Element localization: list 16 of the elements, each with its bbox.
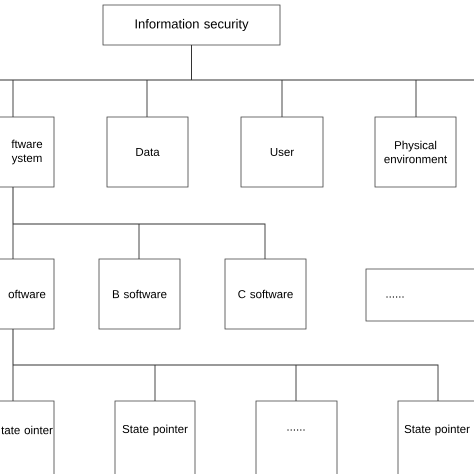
box: C software [224,258,306,330]
box: State pointer [114,400,196,474]
connector-line [12,328,438,402]
box: Physical environment [374,116,456,188]
box: Data [106,116,188,188]
connector-line [191,44,416,118]
box: Information security [102,4,280,46]
box: oftware [0,258,54,330]
connector-line [12,186,266,260]
box: State pointer [398,400,474,474]
box: B software [98,258,180,330]
box: ftware ystem [0,116,54,188]
box: tate ointer [0,400,54,474]
box: ...... [366,268,474,322]
box: ...... [256,400,338,474]
box: User [240,116,324,188]
